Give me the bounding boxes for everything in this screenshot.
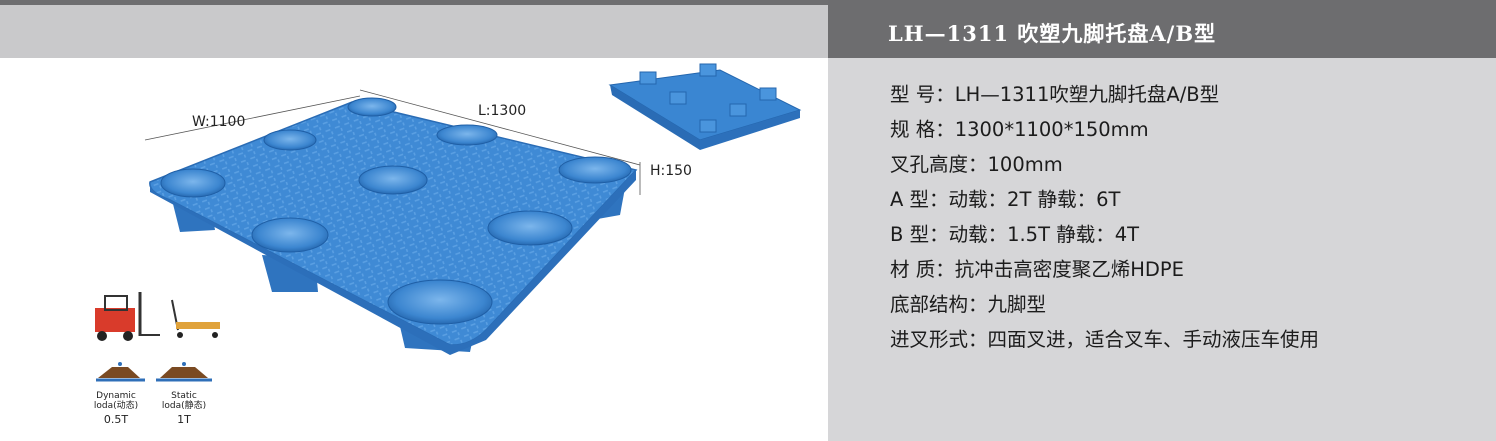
spec-list: 型 号：LH—1311吹塑九脚托盘A/B型 规 格：1300*1100*150m… <box>890 82 1319 362</box>
spec-row-type-b: B 型：动载：1.5T 静载：4T <box>890 222 1319 257</box>
height-label: H:150 <box>650 163 692 179</box>
spec-panel: 型 号：LH—1311吹塑九脚托盘A/B型 规 格：1300*1100*150m… <box>828 58 1496 441</box>
dynamic-load-label: Dynamic loda(动态) <box>86 391 146 411</box>
static-load-label-cn: loda(静态) <box>161 401 207 411</box>
forklift-icon <box>95 292 160 341</box>
static-load-value: 1T <box>177 413 191 426</box>
title-band: LH—1311 吹塑九脚托盘A/B型 <box>828 0 1496 58</box>
spec-row-material: 材 质：抗冲击高密度聚乙烯HDPE <box>890 257 1319 292</box>
dimension-lines <box>144 89 641 195</box>
static-load-label-en: Static <box>171 391 197 401</box>
spec-value: 四面叉进，适合叉车、手动液压车使用 <box>987 328 1320 351</box>
spec-row-type-a: A 型：动载：2T 静载：6T <box>890 187 1319 222</box>
pallet-pockets <box>160 97 632 325</box>
spec-row-entry: 进叉形式：四面叉进，适合叉车、手动液压车使用 <box>890 327 1319 362</box>
length-label: L:1300 <box>478 103 527 119</box>
pallet-edge <box>149 170 637 355</box>
spec-row-size: 规 格：1300*1100*150mm <box>890 117 1319 152</box>
top-banner-left <box>0 0 828 58</box>
spec-value: 动载：1.5T 静载：4T <box>948 223 1140 246</box>
spec-row-bottom: 底部结构：九脚型 <box>890 292 1319 327</box>
spec-value: 100mm <box>987 153 1063 176</box>
spec-key: 材 质： <box>890 258 955 281</box>
spec-value: 九脚型 <box>987 293 1047 316</box>
spec-value: 抗冲击高密度聚乙烯HDPE <box>954 258 1184 281</box>
spec-row-model: 型 号：LH—1311吹塑九脚托盘A/B型 <box>890 82 1319 117</box>
product-title: LH—1311 吹塑九脚托盘A/B型 <box>888 21 1217 46</box>
top-accent-bar <box>0 0 828 5</box>
dynamic-load-icon <box>96 362 145 382</box>
spec-key: 规 格： <box>890 118 955 141</box>
spec-value: 动载：2T 静载：6T <box>948 188 1121 211</box>
spec-key: 叉孔高度： <box>890 153 988 176</box>
spec-key: B 型： <box>890 223 949 246</box>
static-load-label: Static loda(静态) <box>152 391 216 411</box>
static-load-icon <box>156 362 212 382</box>
spec-row-fork-height: 叉孔高度：100mm <box>890 152 1319 187</box>
dynamic-load-value: 0.5T <box>103 413 129 426</box>
spec-value: 1300*1100*150mm <box>954 118 1149 141</box>
spec-key: 型 号： <box>890 83 955 106</box>
dynamic-load-label-en: Dynamic <box>96 391 136 401</box>
pallet-illustration <box>95 63 802 382</box>
spec-key: A 型： <box>890 188 949 211</box>
spec-key: 进叉形式： <box>890 328 988 351</box>
dynamic-load-label-cn: loda(动态) <box>93 401 139 411</box>
spec-key: 底部结构： <box>890 293 988 316</box>
spec-value: LH—1311吹塑九脚托盘A/B型 <box>954 83 1220 106</box>
pallet-bottom-thumbnail <box>608 63 802 150</box>
pallet-jack-icon <box>171 299 220 338</box>
width-label: W:1100 <box>192 114 246 130</box>
